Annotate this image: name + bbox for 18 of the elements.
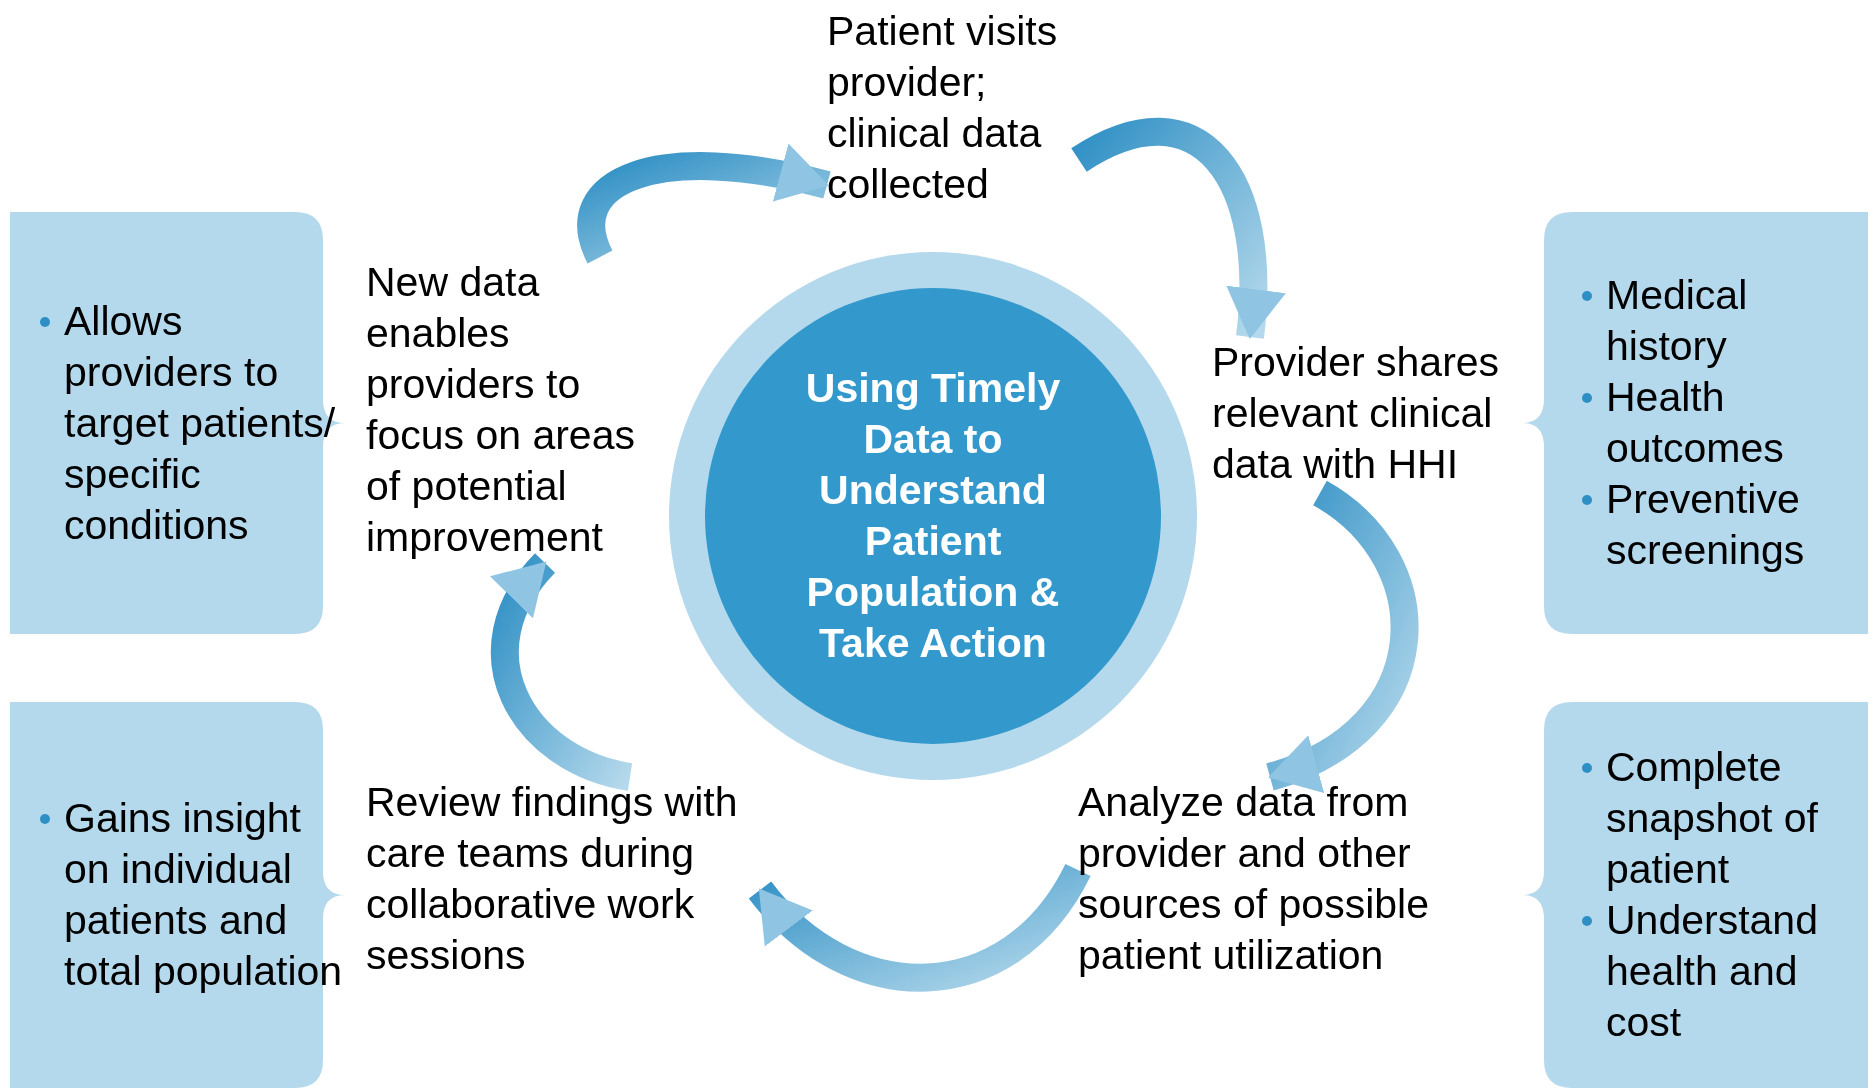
hub-title: Using Timely Data to Understand Patient Population & Take Action — [804, 364, 1062, 668]
curved-arrow — [490, 554, 634, 791]
bullet-text: Understand health and cost — [1606, 897, 1818, 1045]
bullet-text: Preventive screenings — [1606, 476, 1805, 573]
step-text: New data enables providers to focus on areas of potential improvement — [366, 258, 636, 562]
bullet-text: Health outcomes — [1606, 374, 1784, 471]
step-text: Provider shares relevant clinical data with HHI — [1212, 338, 1501, 489]
step-text: Analyze data from provider and other sources of possible patient utilization — [1078, 778, 1430, 980]
bullet-text: Gains insight on individual patients and total population — [64, 795, 343, 994]
bullet-text: Allows providers to target patients/ specific conditions — [64, 297, 336, 548]
step-text: Review findings with care teams during collaborative work sessions — [366, 778, 739, 980]
curved-arrow — [1265, 481, 1418, 791]
step-text: Patient visits provider; clinical data collected — [827, 7, 1059, 209]
curved-arrow — [577, 144, 831, 263]
bullet-text: Medical history — [1606, 272, 1748, 369]
curved-arrow — [749, 862, 1091, 992]
bullet-text: Complete snapshot of patient — [1606, 744, 1818, 892]
hub-circle — [669, 252, 1197, 780]
